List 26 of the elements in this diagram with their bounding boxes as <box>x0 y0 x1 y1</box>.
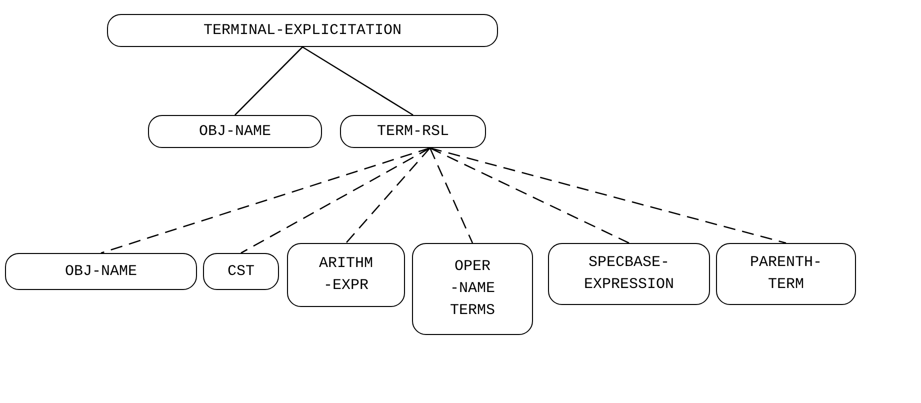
node-label: CST <box>227 262 254 282</box>
rounded-node-box <box>148 115 322 148</box>
dashed-connector <box>430 147 630 244</box>
node-label: PARENTH- TERM <box>748 253 823 295</box>
dashed-connector <box>429 148 474 244</box>
rounded-node-box <box>107 14 498 47</box>
rounded-node-box <box>5 253 197 290</box>
dashed-connector <box>100 147 430 254</box>
rounded-node-box <box>203 253 279 290</box>
node-label: TERMINAL-EXPLICITATION <box>203 20 402 41</box>
connector-line <box>302 46 414 116</box>
rounded-node-box <box>548 243 710 305</box>
node-label: TERM-RSL <box>376 122 449 142</box>
rounded-node-box <box>287 243 405 307</box>
node-label: OBJ-NAME <box>64 262 137 282</box>
dashed-connector <box>430 147 786 244</box>
node-label: OBJ-NAME <box>198 122 271 142</box>
rounded-node-box <box>412 243 533 335</box>
connector-line <box>234 46 303 116</box>
rounded-node-box <box>716 243 856 305</box>
dashed-connector <box>240 147 430 254</box>
node-label: ARITHM -EXPR <box>318 254 374 296</box>
dashed-connector <box>346 148 430 244</box>
node-label: OPER -NAME TERMS <box>448 257 496 321</box>
node-label: SPECBASE- EXPRESSION <box>582 253 675 295</box>
rounded-node-box <box>340 115 486 148</box>
